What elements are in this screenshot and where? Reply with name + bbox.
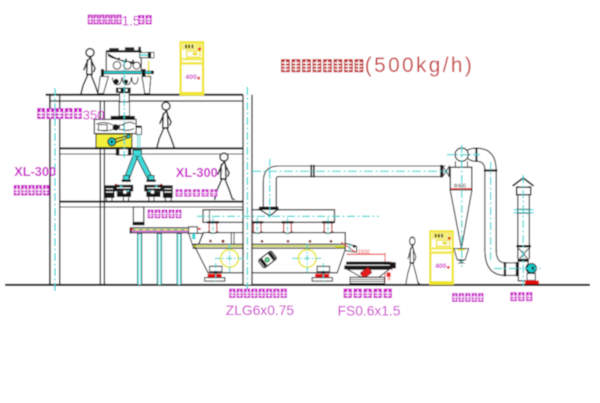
svg-text:Φ400: Φ400: [454, 184, 467, 190]
svg-text:ZLG6x0.75: ZLG6x0.75: [226, 303, 295, 318]
svg-text:XL-300: XL-300: [14, 164, 56, 179]
svg-text:380: 380: [387, 273, 392, 281]
svg-text:350: 350: [83, 108, 105, 123]
svg-text:(500kg/h): (500kg/h): [365, 54, 472, 77]
svg-text:XL-300: XL-300: [176, 165, 218, 180]
svg-text:1.5: 1.5: [122, 14, 141, 29]
svg-text:FS0.6x1.5: FS0.6x1.5: [338, 303, 401, 318]
svg-text:1500: 1500: [358, 249, 370, 255]
